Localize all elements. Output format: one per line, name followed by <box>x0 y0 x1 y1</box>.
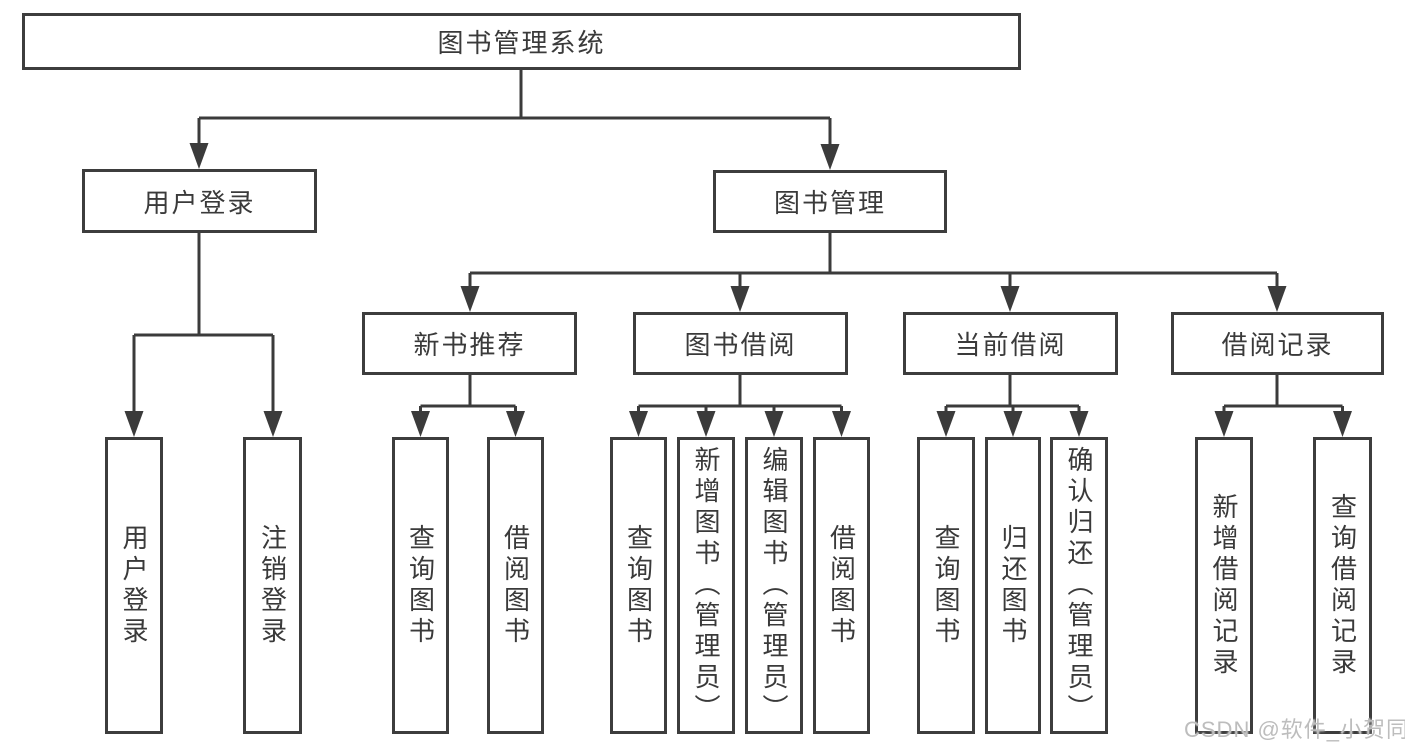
node-current-borrowing: 当前借阅 <box>903 312 1118 375</box>
leaf-query-borrow-record: 查询借阅记录 <box>1313 437 1372 734</box>
leaf-query-books-current: 查询图书 <box>917 437 975 734</box>
leaf-add-books-admin: 新增图书（管理员） <box>677 437 735 734</box>
node-new-book-recommend: 新书推荐 <box>362 312 577 375</box>
node-book-management: 图书管理 <box>713 170 947 233</box>
leaf-edit-books-admin: 编辑图书（管理员） <box>745 437 803 734</box>
node-book-borrowing: 图书借阅 <box>633 312 848 375</box>
leaf-query-books-recommend: 查询图书 <box>392 437 449 734</box>
leaf-query-books-borrowing: 查询图书 <box>610 437 667 734</box>
node-borrow-records: 借阅记录 <box>1171 312 1384 375</box>
leaf-add-borrow-record: 新增借阅记录 <box>1195 437 1253 734</box>
leaf-borrow-books-recommend: 借阅图书 <box>487 437 544 734</box>
node-library-system: 图书管理系统 <box>22 13 1021 70</box>
node-user-login: 用户登录 <box>82 169 317 233</box>
leaf-borrow-books-borrowing: 借阅图书 <box>813 437 870 734</box>
leaf-confirm-return-admin: 确认归还（管理员） <box>1050 437 1108 734</box>
leaf-user-login: 用户登录 <box>105 437 163 734</box>
csdn-watermark: CSDN @软件_小贺同学 <box>1184 717 1405 742</box>
leaf-logout: 注销登录 <box>243 437 302 734</box>
leaf-return-books: 归还图书 <box>985 437 1041 734</box>
